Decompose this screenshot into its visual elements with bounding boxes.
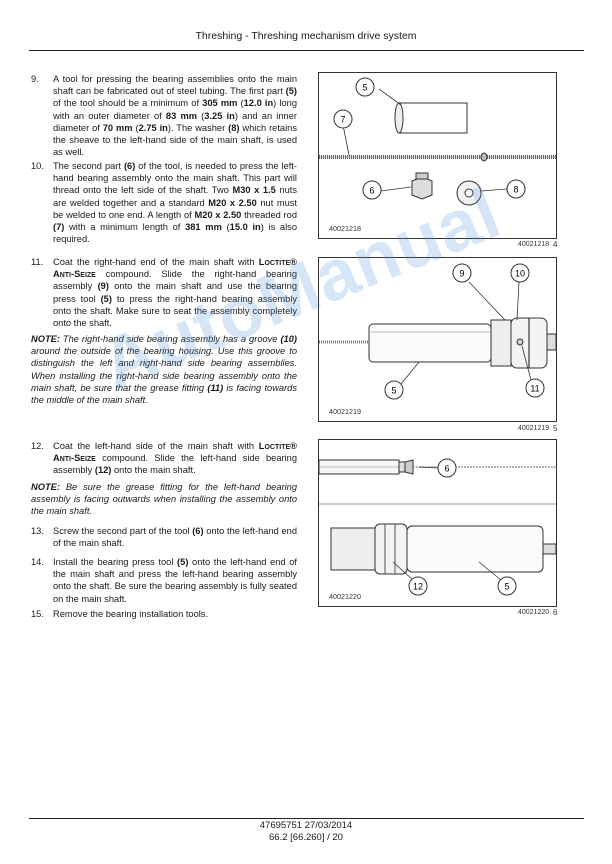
bold-run: (9) — [97, 281, 109, 292]
figure-number: 4 — [553, 240, 558, 249]
step-text: Remove the bearing installation tools. — [53, 609, 209, 619]
bold-run: 15.0 in — [229, 222, 261, 233]
callout-5: 5 — [497, 576, 517, 596]
step-number: 13. — [31, 526, 44, 536]
bold-run: 2.75 in — [138, 122, 168, 133]
step-15: 15. Remove the bearing installation tool… — [31, 608, 297, 620]
svg-text:5: 5 — [362, 83, 367, 93]
page-header: Threshing - Threshing mechanism drive sy… — [195, 30, 417, 42]
callout-8: 8 — [506, 179, 526, 199]
svg-text:12: 12 — [413, 582, 423, 592]
product-name: Loctite® Anti-Seize — [53, 441, 297, 464]
callout-5: 5 — [355, 77, 375, 97]
svg-text:7: 7 — [340, 115, 345, 125]
bold-run: NOTE: — [31, 482, 60, 492]
product-name: Loctite® Anti-Seize — [53, 257, 297, 280]
svg-text:9: 9 — [459, 269, 464, 279]
callout-7: 7 — [333, 109, 353, 129]
callout-6: 6 — [437, 458, 457, 478]
bold-run: 381 mm — [185, 222, 222, 233]
footer-page: 66.2 [66.260] / 20 — [269, 832, 343, 843]
figure-ref: 40021220 — [518, 609, 550, 616]
svg-text:8: 8 — [513, 185, 518, 195]
step-text: The second part (6) of the tool, is need… — [53, 161, 297, 245]
bold-run: (12) — [94, 465, 112, 476]
bold-run: (8) — [228, 122, 240, 133]
step-number: 9. — [31, 74, 39, 84]
bold-run: (10) — [280, 334, 297, 344]
bold-run: 70 mm — [102, 122, 133, 133]
figure-id: 40021219 — [329, 407, 361, 416]
bold-run: NOTE: — [31, 334, 60, 344]
step-number: 14. — [31, 557, 44, 567]
svg-text:5: 5 — [391, 386, 396, 396]
callout-10: 10 — [510, 263, 530, 283]
callout-12: 12 — [408, 576, 428, 596]
svg-text:11: 11 — [530, 384, 539, 394]
note-right-bearing: NOTE: The right-hand side bearing assemb… — [31, 334, 297, 406]
callout-6: 6 — [362, 180, 382, 200]
step-12: 12. Coat the left-hand side of the main … — [31, 440, 297, 477]
step-9: 9. A tool for pressing the bearing assem… — [31, 73, 297, 158]
figure-left-bearing: 6 12 5 40021220 — [318, 439, 557, 607]
figure-number: 6 — [553, 608, 558, 617]
figure-ref: 40021218 — [518, 241, 550, 248]
svg-text:6: 6 — [444, 464, 449, 474]
step-text: Coat the right-hand end of the main shaf… — [53, 257, 297, 329]
step-text: Screw the second part of the tool (6) on… — [53, 526, 297, 549]
step-number: 11. — [31, 257, 44, 267]
figure-number: 5 — [553, 424, 558, 433]
step-number: 15. — [31, 609, 44, 619]
bold-run: M30 x 1.5 — [232, 185, 276, 196]
svg-text:6: 6 — [369, 186, 374, 196]
figure-ref: 40021219 — [518, 425, 550, 432]
bold-run: (5) — [285, 86, 297, 97]
step-number: 12. — [31, 441, 44, 451]
footer-rule — [29, 818, 584, 819]
bold-run: (7) — [53, 222, 65, 233]
bold-run: 83 mm — [165, 110, 197, 121]
bold-run: M20 x 2.50 — [194, 209, 242, 220]
right-bearing-illustration: 9 10 5 11 — [319, 263, 557, 400]
svg-text:5: 5 — [504, 582, 509, 592]
step-13: 13. Screw the second part of the tool (6… — [31, 525, 297, 549]
left-bearing-illustration: 6 12 5 — [318, 458, 557, 596]
svg-text:10: 10 — [515, 269, 525, 279]
tool-parts-illustration: 5 7 6 8 — [319, 77, 556, 206]
figure-tool-parts: 5 7 6 8 40021218 — [318, 72, 557, 239]
bold-run: (11) — [207, 382, 224, 393]
step-14: 14. Install the bearing press tool (5) o… — [31, 556, 297, 605]
callout-9: 9 — [452, 263, 472, 283]
note-left-bearing: NOTE: Be sure the grease fitting for the… — [31, 482, 297, 517]
figure-id: 40021220 — [329, 592, 361, 601]
step-text: Coat the left-hand side of the main shaf… — [53, 441, 297, 476]
step-number: 10. — [31, 161, 44, 171]
bold-run: (5) — [100, 293, 112, 304]
bold-run: 305 mm — [202, 98, 238, 109]
figure-right-bearing: 9 10 5 11 40021219 — [318, 257, 557, 422]
bold-run: (5) — [177, 557, 189, 567]
header-rule — [29, 50, 584, 51]
bold-run: (6) — [192, 526, 204, 536]
step-text: Install the bearing press tool (5) onto … — [53, 557, 297, 604]
figure-id: 40021218 — [329, 224, 361, 233]
bold-run: 12.0 in — [243, 98, 274, 109]
callout-5: 5 — [384, 380, 404, 400]
step-10: 10. The second part (6) of the tool, is … — [31, 160, 297, 245]
step-text: A tool for pressing the bearing assembli… — [53, 74, 297, 158]
bold-run: M20 x 2.50 — [208, 197, 257, 208]
step-11: 11. Coat the right-hand end of the main … — [31, 256, 297, 329]
footer-doc: 47695751 27/03/2014 — [259, 820, 353, 831]
bold-run: (6) — [123, 161, 136, 171]
bold-run: 3.25 in — [204, 110, 235, 121]
callout-11: 11 — [525, 378, 545, 398]
